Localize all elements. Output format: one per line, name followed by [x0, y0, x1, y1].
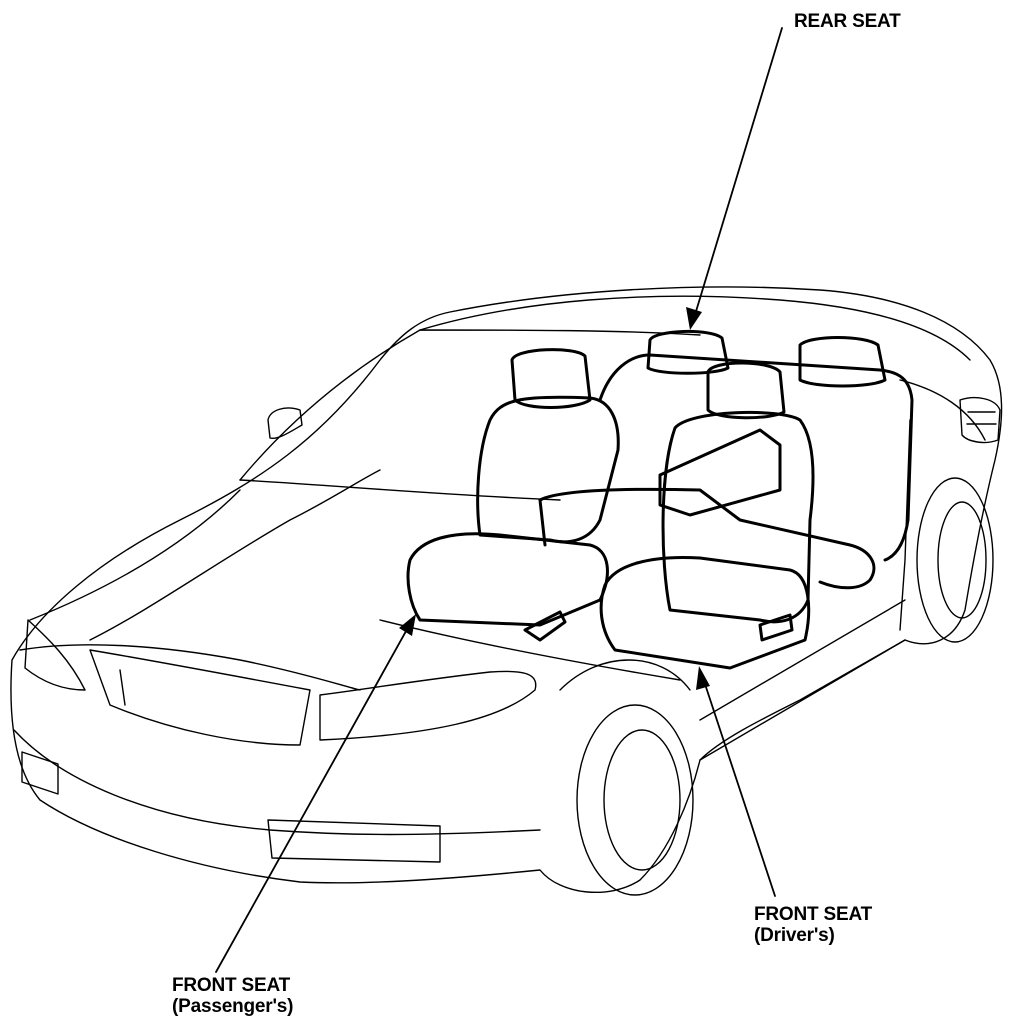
arrowheads [399, 307, 710, 690]
rear-seat-graphic [538, 330, 914, 590]
tail-light [959, 397, 1001, 444]
driver-seat-arrowhead [696, 666, 710, 690]
rear-seat-back [598, 353, 914, 562]
rear-pillar [899, 379, 986, 441]
passenger-seat-arrowhead [399, 614, 416, 636]
rear-seat-leader [693, 27, 783, 319]
passenger-seat-rail [523, 610, 567, 642]
front-seat-passenger-label-line2: (Passenger's) [172, 996, 294, 1017]
passenger-seat-back [476, 395, 620, 544]
license-plate [267, 819, 441, 863]
side-mirror [267, 407, 303, 439]
front-seat-passenger-label: FRONT SEAT (Passenger's) [172, 975, 293, 1017]
front-seat-driver-label-line2: (Driver's) [754, 925, 835, 946]
driver-seat-back [661, 410, 815, 624]
side-sill-lower [699, 599, 906, 721]
driver-seat-cushion [599, 556, 811, 670]
hood-crease [89, 469, 381, 641]
rear-seat-arrowhead [686, 307, 702, 330]
side-sill [699, 639, 906, 761]
front-seat-driver-label-line1: FRONT SEAT [754, 904, 872, 925]
front-bumper [13, 729, 541, 836]
grille [89, 649, 311, 746]
roof-line [419, 295, 971, 361]
rear-seat-headrest-right [798, 336, 887, 388]
driver-seat-leader [702, 677, 776, 897]
rear-seat-label: REAR SEAT [794, 11, 901, 32]
headlight-right [319, 670, 537, 741]
headlight-left [24, 619, 86, 691]
front-seat-passenger-label-line1: FRONT SEAT [172, 975, 290, 996]
front-wheel [576, 704, 694, 896]
rear-armrest [658, 428, 782, 517]
rear-wheel [916, 477, 994, 643]
windshield [239, 329, 701, 481]
front-seat-driver-graphic [599, 361, 815, 670]
fog-light [21, 751, 59, 795]
front-seat-passenger-graphic [406, 348, 620, 642]
hood-line [19, 644, 361, 691]
rear-seat-headrest-center [646, 330, 730, 375]
rear-seat-label-text: REAR SEAT [794, 11, 901, 32]
windshield-base [239, 479, 561, 501]
leader-lines [215, 27, 783, 973]
passenger-seat-cushion [406, 532, 609, 627]
passenger-seat-leader [215, 623, 411, 973]
passenger-headrest [510, 348, 592, 409]
car-silhouette [10, 286, 1003, 893]
front-seat-driver-label: FRONT SEAT (Driver's) [754, 904, 872, 946]
rear-seat-cushion [538, 487, 876, 590]
driver-headrest [706, 361, 786, 420]
car-body-outline [10, 286, 1003, 896]
driver-seat-controls [758, 613, 794, 642]
hood-edge [29, 489, 241, 621]
